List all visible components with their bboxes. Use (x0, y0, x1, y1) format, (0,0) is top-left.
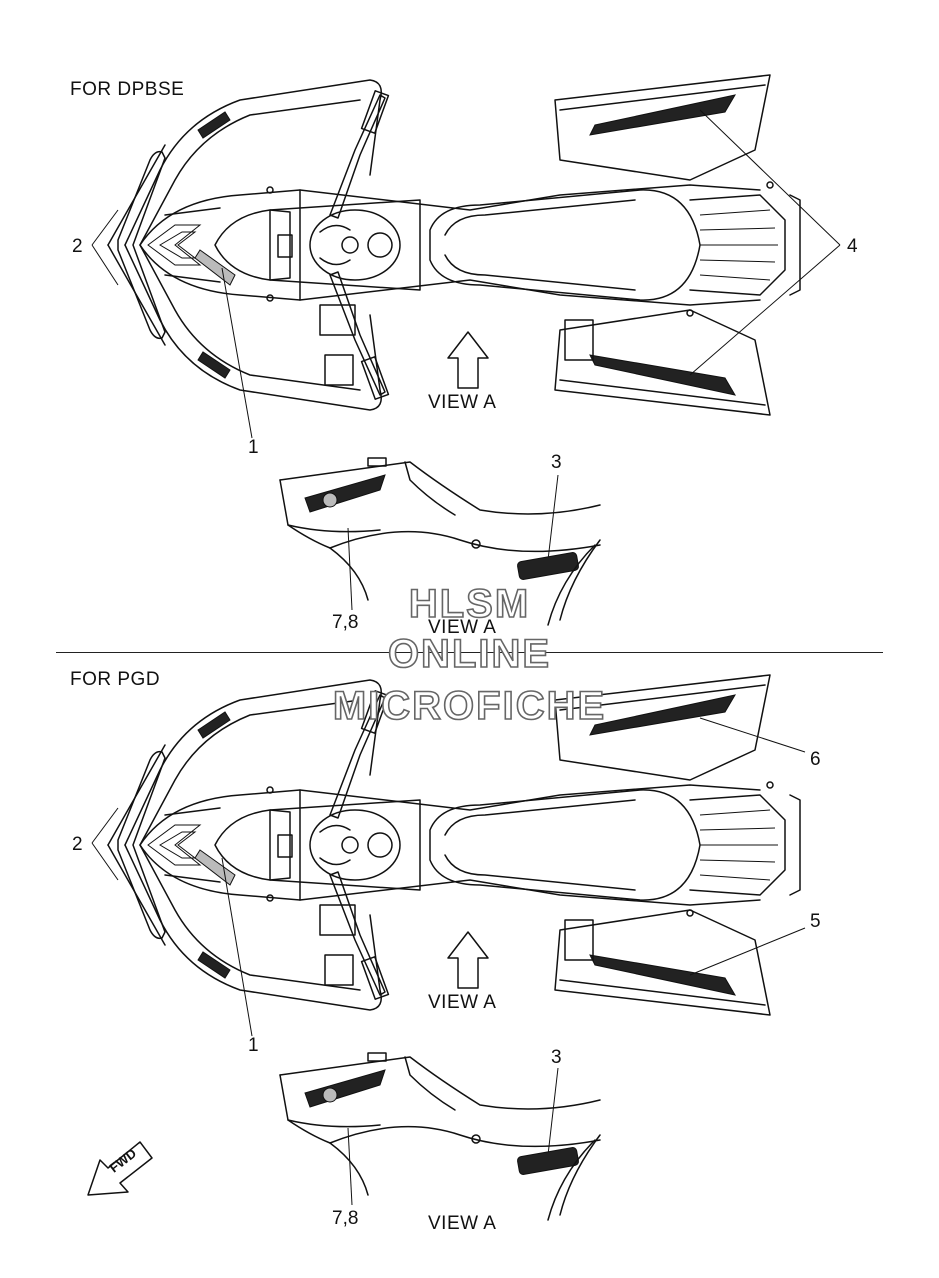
view-title-top: VIEW A (428, 617, 497, 638)
fwd-arrow-icon (87, 1141, 153, 1196)
callout-2-bottom: 2 (72, 834, 83, 855)
callout-4-top: 4 (847, 236, 858, 257)
callout-7-8-bottom: 7,8 (332, 1208, 359, 1229)
section-label-pgd: FOR PGD (70, 669, 161, 690)
atv-top-view-dpbse (107, 74, 801, 416)
callout-3-bottom: 3 (551, 1047, 562, 1068)
callout-6-bottom: 6 (810, 749, 821, 770)
callout-1-top: 1 (248, 437, 259, 458)
view-arrow-bottom (447, 931, 489, 989)
section-label-dpbse: FOR DPBSE (70, 79, 185, 100)
view-arrow-label-top: VIEW A (428, 392, 497, 413)
callout-2-top: 2 (72, 236, 83, 257)
watermark-line-1: HLSM (408, 581, 531, 627)
section-divider (56, 652, 883, 653)
view-title-bottom: VIEW A (428, 1213, 497, 1234)
watermark-line-3: MICROFICHE (332, 683, 607, 729)
callout-leaders-bottom (91, 717, 806, 1206)
callout-1-bottom: 1 (248, 1035, 259, 1056)
watermark-line-2: ONLINE (387, 631, 552, 677)
callout-leaders-top (91, 109, 841, 611)
view-arrow-top (447, 331, 489, 389)
view-arrow-label-bottom: VIEW A (428, 992, 497, 1013)
view-a-bottom (279, 1052, 601, 1221)
callout-7-8-top: 7,8 (332, 612, 359, 633)
callout-3-top: 3 (551, 452, 562, 473)
callout-5-bottom: 5 (810, 911, 821, 932)
